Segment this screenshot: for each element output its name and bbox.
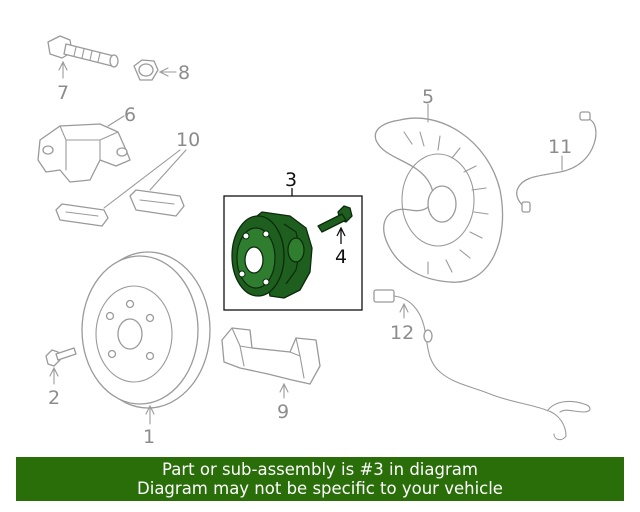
part-8-nut: 8: [133, 59, 190, 84]
info-banner: Part or sub-assembly is #3 in diagram Di…: [16, 457, 624, 501]
callout-12: 12: [390, 322, 414, 344]
callout-7: 7: [57, 82, 69, 104]
callout-9: 9: [277, 401, 289, 423]
part-10-brake-pads: 10: [55, 129, 200, 227]
callout-5: 5: [422, 86, 434, 108]
callout-10: 10: [176, 129, 200, 151]
callout-3: 3: [285, 169, 297, 191]
part-9-caliper-support: 9: [221, 327, 321, 423]
part-12-sensor-cable: 12: [373, 289, 591, 441]
part-2-bolt: 2: [45, 347, 77, 409]
callout-8: 8: [178, 62, 190, 84]
part-6-caliper: 6: [37, 104, 136, 183]
part-7-bolt: 7: [47, 35, 119, 104]
part-3-hub-bearing: 3: [223, 169, 363, 311]
callout-6: 6: [124, 104, 136, 126]
callout-1: 1: [143, 426, 155, 448]
banner-line-2: Diagram may not be specific to your vehi…: [137, 479, 503, 498]
banner-line-1: Part or sub-assembly is #3 in diagram: [162, 460, 478, 479]
part-4-hub-bolt: 4: [317, 205, 353, 268]
part-11-hose: 11: [516, 111, 597, 213]
part-1-rotor: 1: [81, 251, 211, 448]
callout-4: 4: [335, 246, 347, 268]
callout-2: 2: [48, 387, 60, 409]
part-5-dust-shield: 5: [374, 86, 504, 283]
callout-11: 11: [548, 136, 572, 158]
